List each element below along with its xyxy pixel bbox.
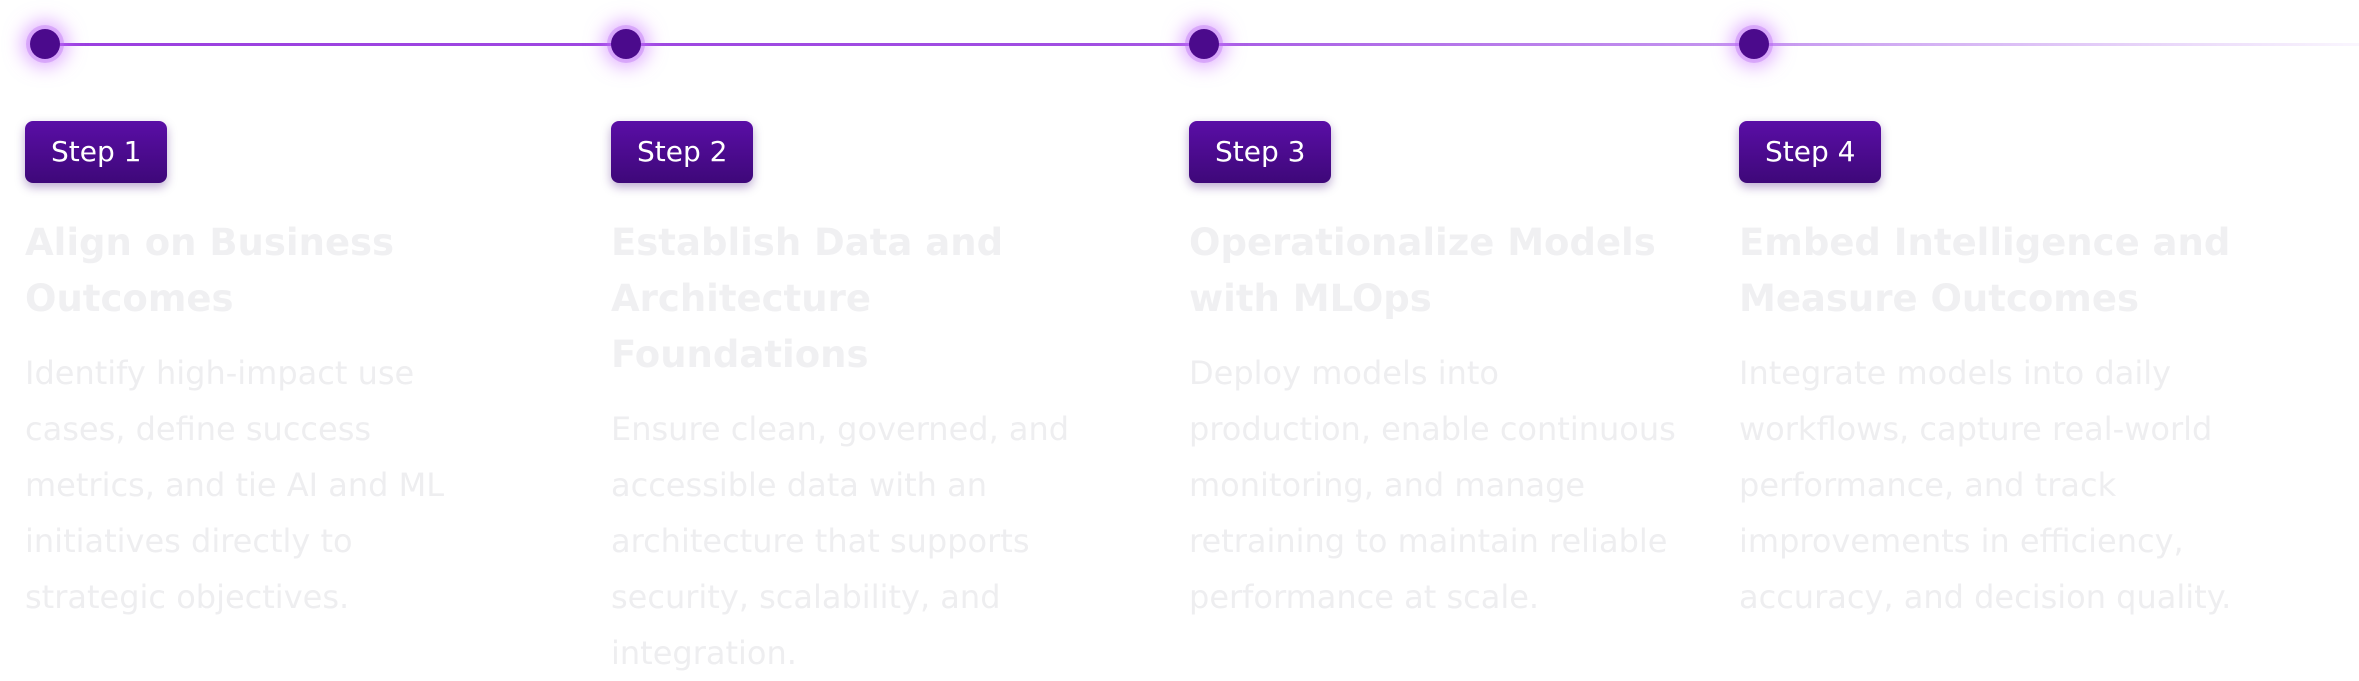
step-badge: Step 4 (1739, 121, 1882, 183)
timeline-node-2 (611, 29, 641, 59)
step-title: Align on Business Outcomes (25, 221, 395, 320)
step-1: Step 1 Align on Business Outcomes Identi… (25, 121, 525, 625)
step-4: Step 4 Embed Intelligence and Measure Ou… (1739, 121, 2239, 625)
step-title: Establish Data and Architecture Foundati… (611, 221, 1004, 376)
step-badge: Step 3 (1189, 121, 1332, 183)
step-description: Deploy models into production, enable co… (1189, 354, 1676, 616)
step-description: Identify high-impact use cases, define s… (25, 354, 445, 616)
step-2: Step 2 Establish Data and Architecture F… (611, 121, 1111, 681)
timeline-node-1 (30, 29, 60, 59)
step-title: Operationalize Models with MLOps (1189, 221, 1656, 320)
step-title: Embed Intelligence and Measure Outcomes (1739, 221, 2231, 320)
step-badge: Step 2 (611, 121, 754, 183)
step-description: Integrate models into daily workflows, c… (1739, 354, 2232, 616)
step-3: Step 3 Operationalize Models with MLOps … (1189, 121, 1689, 625)
step-description: Ensure clean, governed, and accessible d… (611, 410, 1070, 672)
timeline-node-3 (1189, 29, 1219, 59)
timeline-node-4 (1739, 29, 1769, 59)
step-badge: Step 1 (25, 121, 168, 183)
